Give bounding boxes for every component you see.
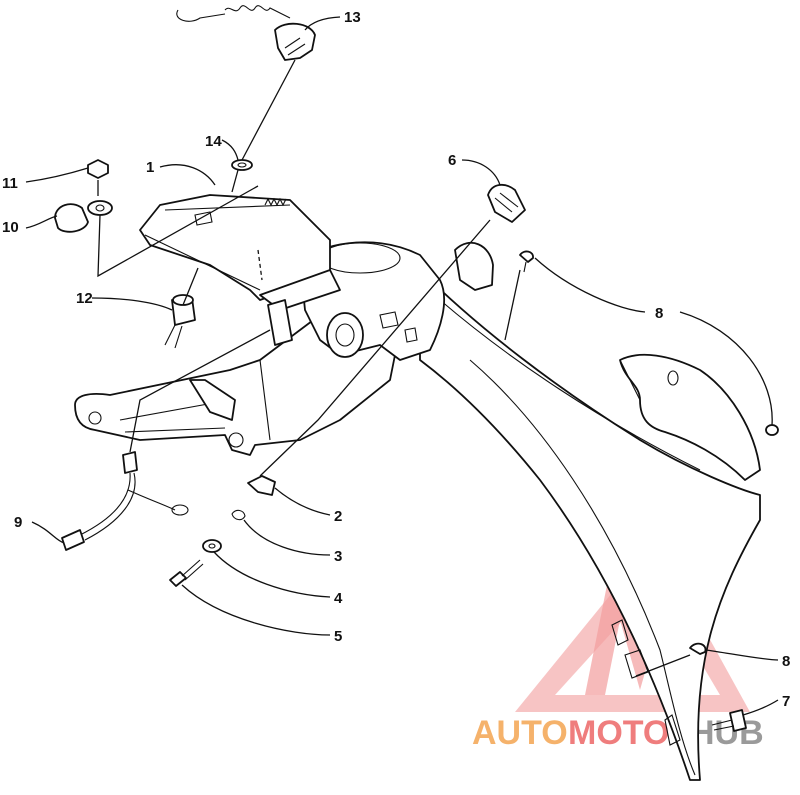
rivet-8-upper	[519, 250, 534, 273]
callout-14: 14	[205, 133, 222, 150]
callout-8-lower: 8	[782, 653, 790, 670]
clamp-10	[54, 200, 113, 233]
rivet-8-side	[765, 424, 779, 436]
watermark-text-auto: AUTO	[472, 714, 568, 752]
callout-6: 6	[448, 152, 456, 169]
callout-9: 9	[14, 514, 22, 531]
nut-clip-2	[247, 475, 276, 496]
flat-washer-4	[202, 539, 222, 553]
watermark-text-moto: MOTO	[568, 714, 669, 752]
callout-5: 5	[334, 628, 342, 645]
callout-3: 3	[334, 548, 342, 565]
grommet-14	[231, 159, 253, 171]
callout-11: 11	[2, 175, 18, 192]
callout-leaders	[25, 16, 779, 716]
callout-1: 1	[146, 159, 154, 176]
wiring-harness-9	[61, 451, 189, 551]
callout-13: 13	[344, 9, 361, 26]
tether-key-13	[176, 5, 316, 61]
switch-12	[164, 294, 196, 349]
assembly-lines	[97, 59, 691, 677]
cap-nut-11	[87, 159, 109, 179]
callout-12: 12	[76, 290, 93, 307]
callout-10: 10	[2, 219, 19, 236]
screw-7	[711, 709, 747, 732]
callout-4: 4	[334, 590, 343, 607]
license-plate-holder	[139, 194, 341, 346]
callout-7: 7	[782, 693, 790, 710]
rivet-8-lower	[689, 642, 707, 655]
bolt-5	[169, 559, 204, 587]
watermark-text-hub: HUB	[690, 714, 764, 752]
spring-washer-3	[231, 509, 246, 521]
tail-center-housing	[299, 241, 494, 361]
rear-fender-body	[419, 269, 761, 781]
callout-2: 2	[334, 508, 342, 525]
callout-8-upper: 8	[655, 305, 663, 322]
reflector-6	[487, 184, 526, 223]
